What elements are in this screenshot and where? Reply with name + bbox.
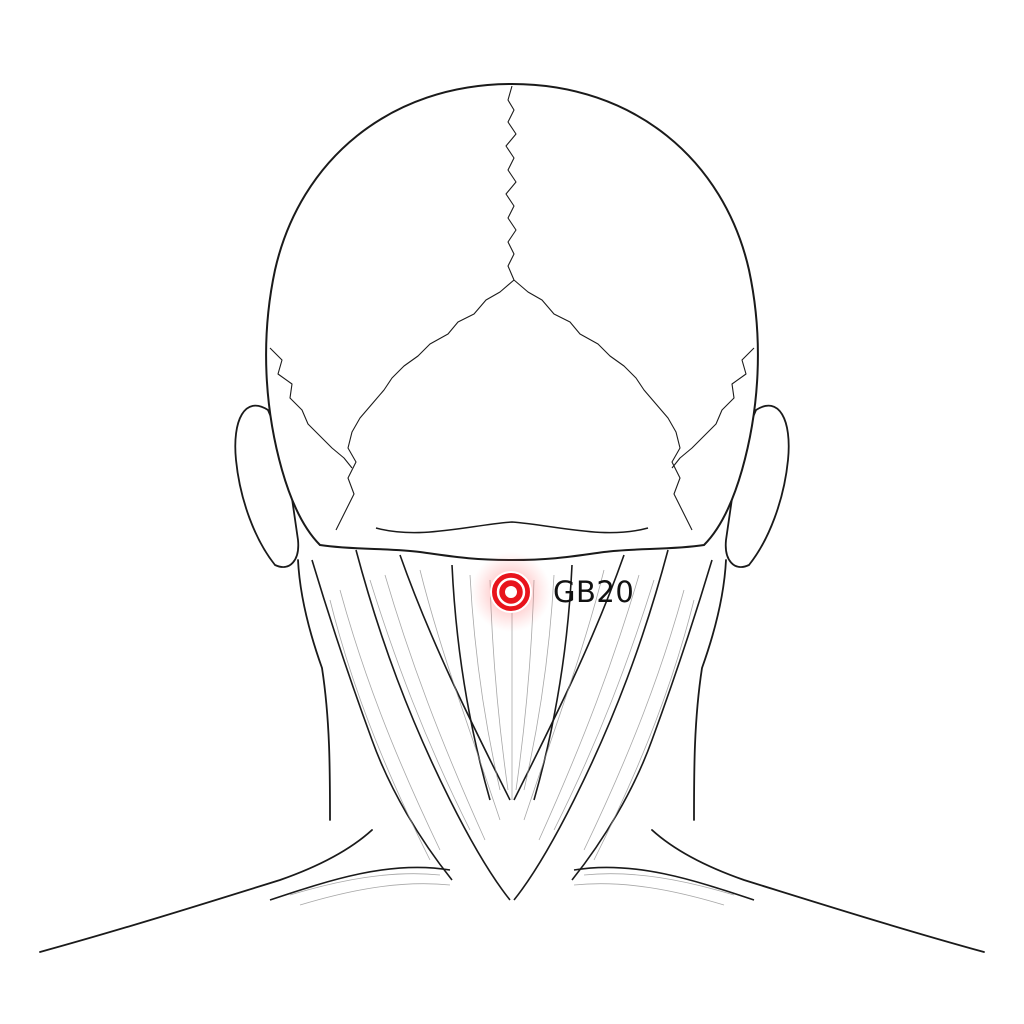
acupoint-label: GB20 <box>553 575 635 609</box>
neck-outline <box>297 559 727 821</box>
occipital-ridge <box>375 521 649 534</box>
neck-muscles <box>269 549 755 901</box>
muscle-fibers <box>289 569 735 906</box>
shoulders-outline <box>39 829 985 953</box>
skull-sutures <box>269 85 755 531</box>
gb20-point-marker <box>471 552 551 632</box>
